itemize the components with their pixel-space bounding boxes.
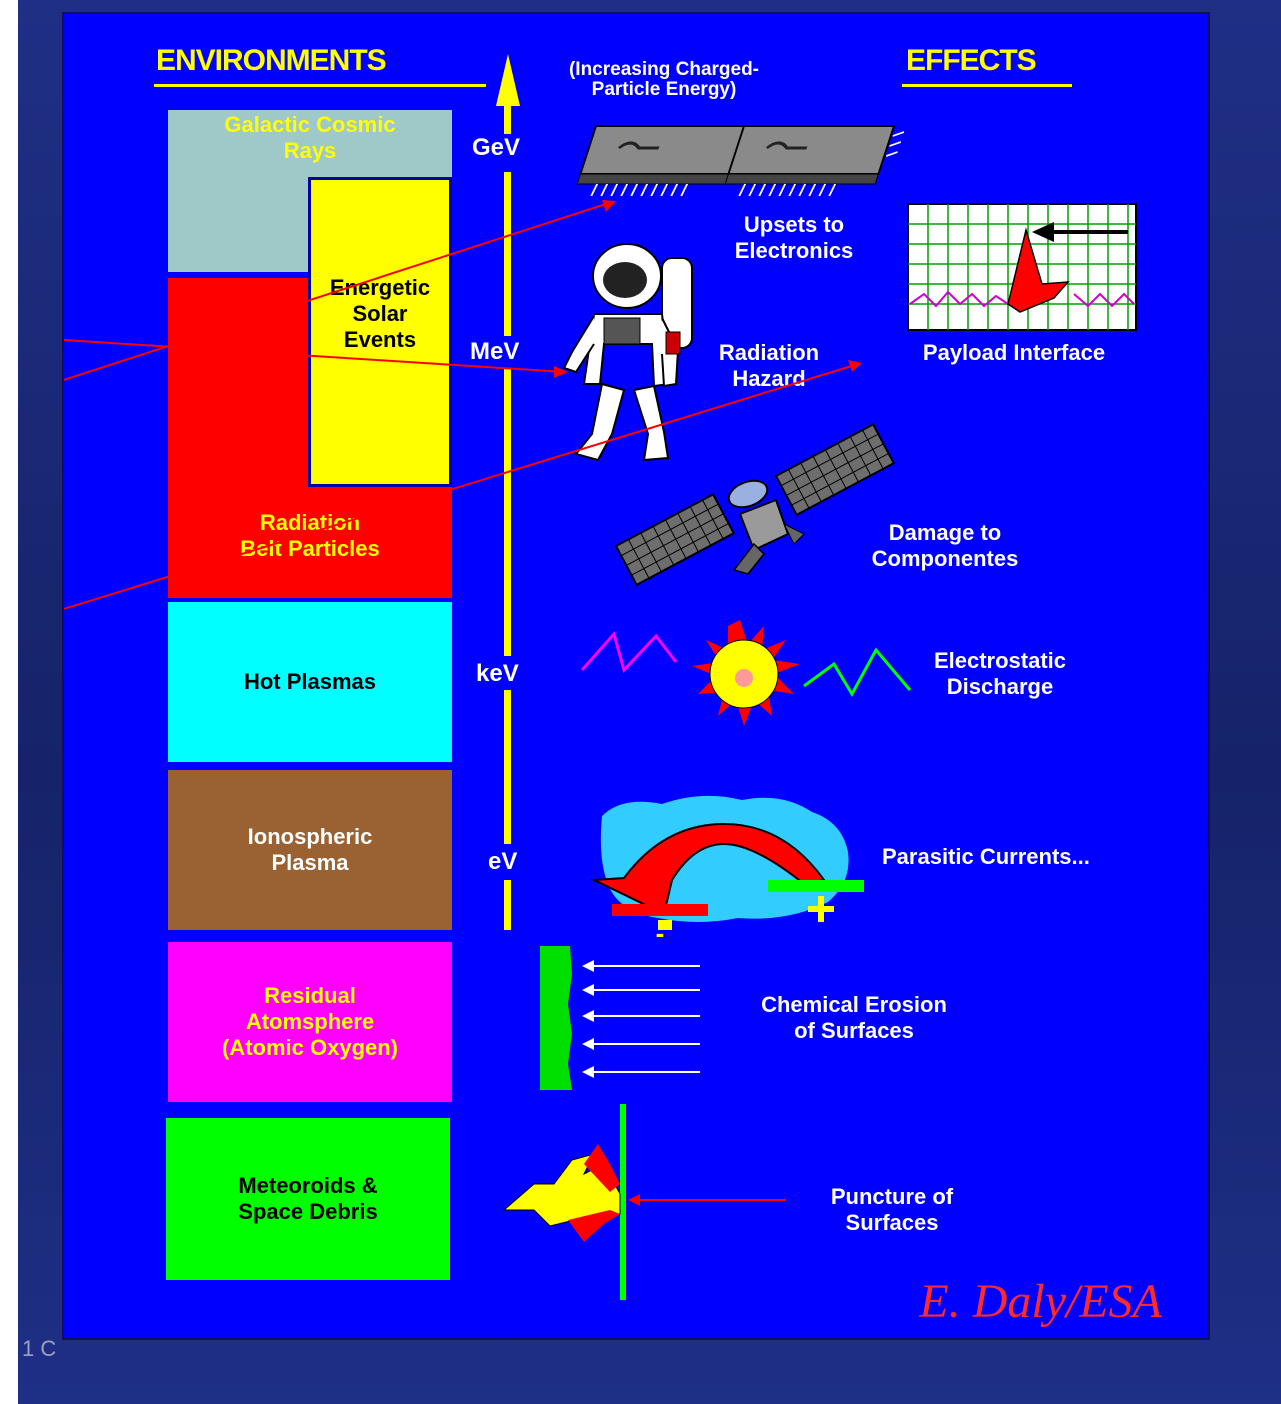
electrostatic-discharge-label: Electrostatic Discharge	[933, 648, 1067, 699]
electrostatic-discharge-icon	[580, 620, 912, 726]
pointer-lines	[64, 201, 859, 610]
microchips-icon	[576, 125, 905, 197]
pointer-line-radiation-hazard	[64, 338, 565, 373]
credit-text: E. Daly/ESA	[919, 1275, 1162, 1328]
pointer-line-payload	[64, 363, 859, 610]
puncture-icon	[502, 1104, 786, 1300]
axis-tick-mev: MeV	[470, 338, 520, 365]
residual-atmosphere-box: Residual Atomsphere (Atomic Oxygen)	[168, 942, 452, 1102]
left-edge-strip	[0, 0, 18, 1404]
radiation-hazard-label: Radiation Hazard	[718, 340, 820, 391]
parasitic-currents-icon	[590, 795, 864, 930]
axis-arrow-head-icon	[496, 54, 520, 106]
galactic-cosmic-rays-label: Galactic Cosmic Rays	[224, 112, 396, 163]
pointer-line-upsets	[64, 201, 613, 381]
environments-header: ENVIRONMENTS	[156, 44, 387, 77]
energetic-solar-events-box: Energetic Solar Events	[308, 177, 452, 487]
radiation-belt-particles-label: Radiation Belt Particles	[240, 510, 380, 561]
space-environment-figure: ENVIRONMENTS EFFECTS (Increasing Charged…	[62, 12, 1210, 1340]
minus-sign: -	[655, 918, 665, 948]
damage-to-components-label: Damage to Componentes	[871, 520, 1019, 571]
effects-header: EFFECTS	[906, 44, 1037, 77]
axis-tick-gev: GeV	[472, 134, 521, 161]
parasitic-currents-label: Parasitic Currents...	[882, 844, 1090, 869]
puncture-of-surfaces-label: Puncture of Surfaces	[830, 1184, 954, 1235]
chemical-erosion-label: Chemical Erosion of Surfaces	[761, 992, 947, 1043]
ionospheric-plasma-label: Ionospheric Plasma	[247, 824, 373, 875]
satellite-icon	[614, 423, 896, 587]
residual-atmosphere-label: Residual Atomsphere (Atomic Oxygen)	[221, 983, 399, 1060]
axis-tick-kev: keV	[476, 660, 519, 687]
figure-graphics	[64, 54, 1137, 1300]
upsets-to-electronics-label: Upsets to Electronics	[734, 212, 854, 263]
hot-plasmas-label: Hot Plasmas	[243, 669, 377, 694]
pointer-arrowheads	[554, 200, 862, 378]
payload-interface-graph-icon	[907, 203, 1137, 331]
effects-underline	[902, 84, 1072, 87]
meteoroids-label: Meteoroids & Space Debris	[238, 1173, 378, 1224]
ionospheric-plasma-box: Ionospheric Plasma	[168, 770, 452, 930]
energy-axis	[496, 54, 520, 930]
meteoroids-box: Meteoroids & Space Debris	[166, 1118, 450, 1280]
energy-note: (Increasing Charged- Particle Energy)	[568, 59, 760, 100]
environments-underline	[154, 84, 486, 87]
page-number-fragment: 1 C	[22, 1336, 57, 1361]
chemical-erosion-icon	[540, 946, 700, 1090]
axis-tick-ev: eV	[488, 848, 518, 875]
payload-interface-label: Payload Interface	[922, 340, 1106, 365]
hot-plasmas-box: Hot Plasmas	[168, 602, 452, 762]
astronaut-icon	[562, 243, 693, 462]
